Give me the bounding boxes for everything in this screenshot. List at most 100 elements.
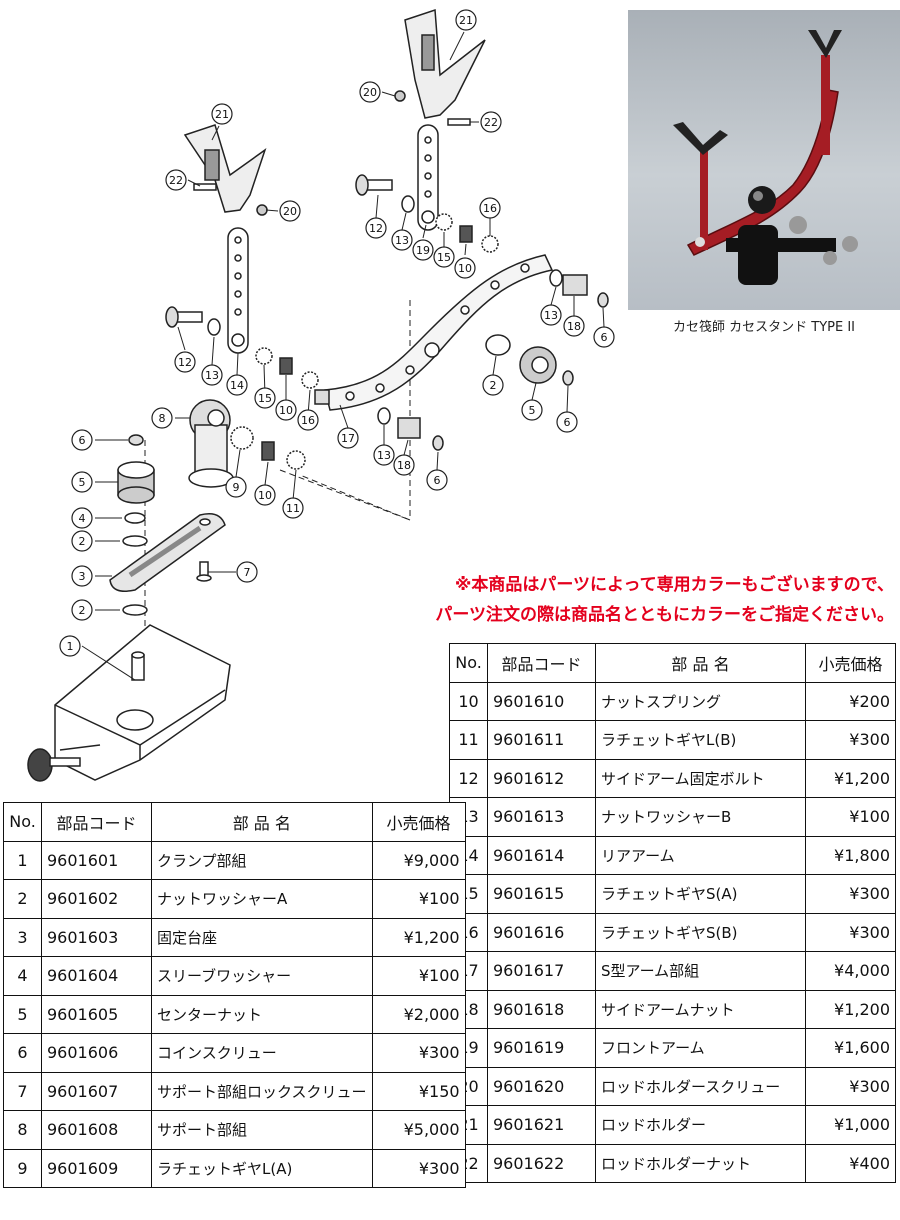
side-arm-bolt-left-part [165, 306, 203, 328]
product-photo-illustration [673, 30, 858, 285]
cell-no: 5 [3, 994, 42, 1034]
notice-line: パーツ注文の際は商品名とともにカラーをご指定ください。 [435, 605, 894, 625]
callout-number: 18 [397, 459, 411, 472]
center-nut-part [117, 461, 155, 504]
cell-name: ナットワッシャーA [151, 879, 373, 919]
cell-name: リアアーム [595, 835, 806, 875]
callout-7: 7 [236, 561, 258, 583]
callout-1: 1 [59, 635, 81, 657]
cell-price: ¥1,600 [805, 1028, 896, 1068]
callout-13: 13 [391, 229, 413, 251]
center-nut-part [519, 346, 557, 384]
callout-5: 5 [521, 399, 543, 421]
cell-code: 9601604 [41, 956, 152, 996]
header-price: 小売価格 [805, 643, 896, 683]
cell-price: ¥100 [371, 956, 466, 996]
cell-name: コインスクリュー [151, 1033, 373, 1073]
cell-code: 9601607 [41, 1071, 152, 1111]
cell-name: サポート部組ロックスクリュー [151, 1071, 373, 1111]
cell-code: 9601620 [487, 1066, 596, 1106]
support-lock-screw-part [196, 561, 212, 582]
cell-name: センターナット [151, 994, 373, 1034]
cell-code: 9601613 [487, 797, 596, 837]
cell-name: ラチェットギヤL(B) [595, 720, 806, 760]
ratchet-gear-s-a-part [435, 213, 453, 231]
callout-19: 19 [412, 239, 434, 261]
cell-price: ¥300 [805, 874, 896, 914]
cell-code: 9601603 [41, 917, 152, 957]
cell-price: ¥4,000 [805, 951, 896, 991]
cell-code: 9601614 [487, 835, 596, 875]
nut-spring-part [459, 225, 473, 243]
cell-no: 2 [3, 879, 42, 919]
cell-name: ラチェットギヤL(A) [151, 1148, 373, 1188]
callout-2: 2 [71, 530, 93, 552]
cell-no: 12 [449, 758, 488, 798]
callout-number: 12 [178, 356, 192, 369]
ratchet-gear-s-a-part [255, 347, 273, 365]
fixed-base-plate-part [109, 513, 226, 592]
callout-number: 7 [244, 566, 251, 579]
callout-12: 12 [174, 351, 196, 373]
cell-no: 4 [3, 956, 42, 996]
front-arm-part [417, 124, 439, 231]
callout-number: 6 [79, 434, 86, 447]
cell-no: 10 [449, 681, 488, 721]
callout-18: 18 [393, 454, 415, 476]
cell-name: サポート部組 [151, 1110, 373, 1150]
header-no: No. [449, 643, 488, 683]
clamp-assembly-part [27, 624, 231, 782]
header-no: No. [3, 802, 42, 842]
callout-13: 13 [201, 364, 223, 386]
nut-washer-b-part [549, 269, 563, 287]
cell-name: ナットスプリング [595, 681, 806, 721]
callout-8: 8 [151, 407, 173, 429]
cell-price: ¥1,800 [805, 835, 896, 875]
callout-number: 13 [205, 369, 219, 382]
callout-10: 10 [254, 484, 276, 506]
cell-code: 9601615 [487, 874, 596, 914]
rod-holder-right-part [404, 8, 486, 119]
coin-screw-part [128, 434, 144, 446]
header-code: 部品コード [41, 802, 152, 842]
cell-price: ¥1,200 [805, 989, 896, 1029]
callout-number: 13 [395, 234, 409, 247]
callout-number: 3 [79, 570, 86, 583]
cell-code: 9601605 [41, 994, 152, 1034]
callout-16: 16 [297, 409, 319, 431]
nut-washer-b-part [401, 195, 415, 213]
part-callouts: 1222345566667891010101112121313131314151… [59, 9, 615, 657]
callout-20: 20 [279, 200, 301, 222]
cell-code: 9601618 [487, 989, 596, 1029]
callout-number: 21 [215, 108, 229, 121]
s-arm-assembly-part [324, 254, 554, 411]
callout-22: 22 [480, 111, 502, 133]
cell-name: ロッドホルダーナット [595, 1143, 806, 1183]
cell-name: ナットワッシャーB [595, 797, 806, 837]
nut-spring-part [261, 441, 275, 461]
callout-number: 9 [233, 481, 240, 494]
callout-17: 17 [337, 427, 359, 449]
cell-no: 9 [3, 1148, 42, 1188]
callout-number: 18 [567, 320, 581, 333]
callout-number: 16 [483, 202, 497, 215]
ratchet-gear-l-b-part [286, 450, 306, 470]
callout-13: 13 [540, 304, 562, 326]
cell-price: ¥300 [371, 1148, 466, 1188]
rear-arm-part [227, 227, 249, 354]
nut-washer-b-part [377, 407, 391, 425]
cell-price: ¥100 [371, 879, 466, 919]
callout-number: 4 [79, 512, 86, 525]
callout-number: 13 [377, 449, 391, 462]
